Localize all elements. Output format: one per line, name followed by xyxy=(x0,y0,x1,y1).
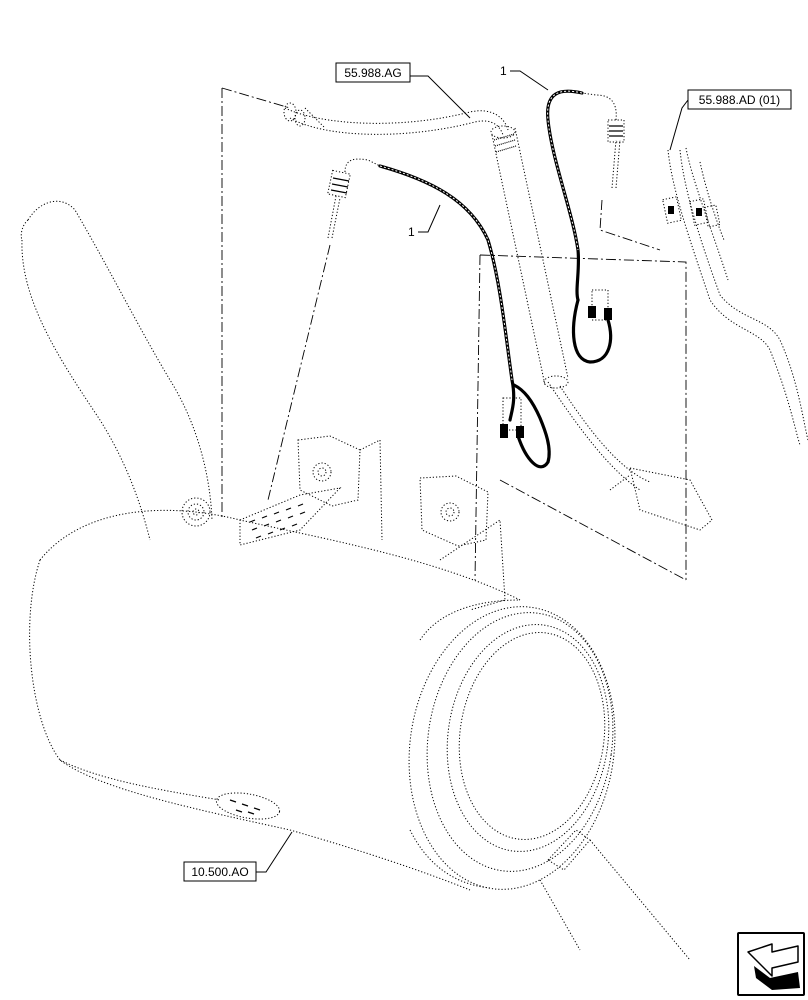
exhaust-temperature-sensor-right xyxy=(546,89,625,364)
item-number-sensor-right: 1 xyxy=(500,64,507,78)
reference-text-muffler: 10.500.AO xyxy=(191,865,248,879)
item-number-sensor-left: 1 xyxy=(408,225,415,239)
leader-muffler xyxy=(256,831,293,873)
previous-page-arrow-icon[interactable] xyxy=(737,932,805,996)
vertical-pipe xyxy=(490,125,651,491)
leader-right-harness xyxy=(669,99,689,151)
leader-sensor-left xyxy=(418,204,441,233)
perforated-heat-shield xyxy=(239,487,342,546)
leader-top-harness xyxy=(410,75,471,119)
mounting-brackets xyxy=(181,435,506,611)
leader-sensor-right xyxy=(510,70,549,91)
right-bracket xyxy=(609,467,713,531)
reference-label-muffler[interactable]: 10.500.AO xyxy=(183,861,257,882)
exhaust-temperature-sensor-left xyxy=(327,158,551,469)
tail-pipe xyxy=(20,200,213,541)
reference-text-right-harness: 55.988.AD (01) xyxy=(699,93,780,107)
reference-text-top-harness: 55.988.AG xyxy=(344,66,401,80)
alignment-lines xyxy=(221,87,687,581)
reference-label-right-harness[interactable]: 55.988.AD (01) xyxy=(687,89,792,110)
right-harness xyxy=(662,147,808,446)
reference-label-top-harness[interactable]: 55.988.AG xyxy=(335,62,411,83)
muffler xyxy=(29,509,691,961)
upper-hose xyxy=(283,102,509,136)
